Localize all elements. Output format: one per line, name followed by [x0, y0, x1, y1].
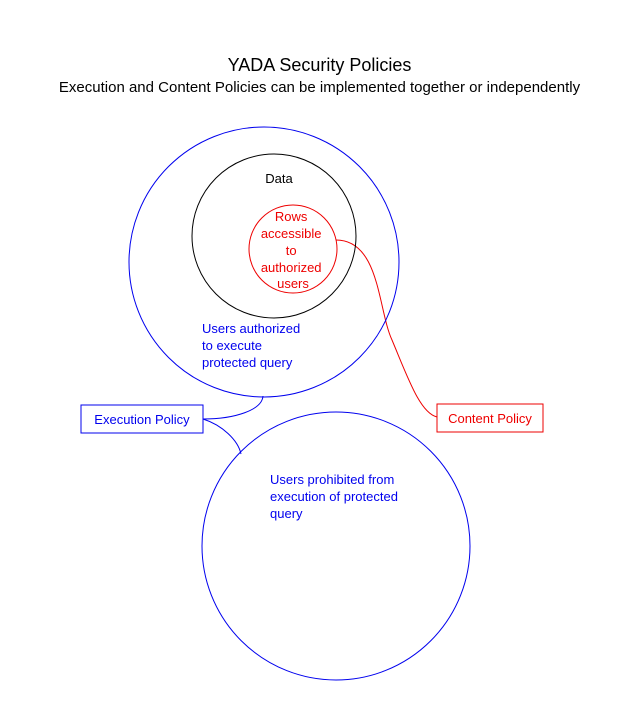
- authorized-users-label-line: Users authorized: [202, 321, 300, 336]
- rows-label-line: users: [277, 276, 309, 291]
- content-policy-rect: [436, 403, 544, 433]
- data-label: Data: [265, 171, 293, 186]
- rows-label-line: accessible: [261, 226, 322, 241]
- diagram-subtitle: Execution and Content Policies can be im…: [59, 79, 581, 96]
- data-circle: [191, 153, 357, 319]
- rows-label-line: Rows: [275, 209, 308, 224]
- prohibited-users-circle: [201, 411, 471, 681]
- content-policy-box: Content Policy: [436, 403, 544, 433]
- prohibited-users-label: Users prohibited from execution of prote…: [270, 472, 402, 521]
- edge-execution-to-prohibited: [202, 418, 242, 455]
- execution-policy-label: Execution Policy: [94, 412, 190, 427]
- authorized-users-label-line: to execute: [202, 338, 262, 353]
- rows-label: Rows accessible to authorized users: [261, 209, 325, 291]
- authorized-users-label-line: protected query: [202, 355, 293, 370]
- diagram-title: YADA Security Policies: [228, 55, 412, 75]
- execution-policy-box: Execution Policy: [80, 404, 204, 434]
- prohibited-users-label-line: query: [270, 506, 303, 521]
- rows-circle: [248, 204, 338, 294]
- rows-label-line: to: [286, 243, 297, 258]
- edge-content-to-rows: [335, 239, 438, 418]
- execution-policy-rect: [80, 404, 204, 434]
- prohibited-users-label-line: Users prohibited from: [270, 472, 394, 487]
- rows-label-line: authorized: [261, 260, 322, 275]
- authorized-users-circle: [128, 126, 400, 398]
- edge-execution-to-authorized: [202, 395, 264, 420]
- content-policy-label: Content Policy: [448, 411, 532, 426]
- prohibited-users-label-line: execution of protected: [270, 489, 398, 504]
- authorized-users-label: Users authorized to execute protected qu…: [202, 321, 304, 370]
